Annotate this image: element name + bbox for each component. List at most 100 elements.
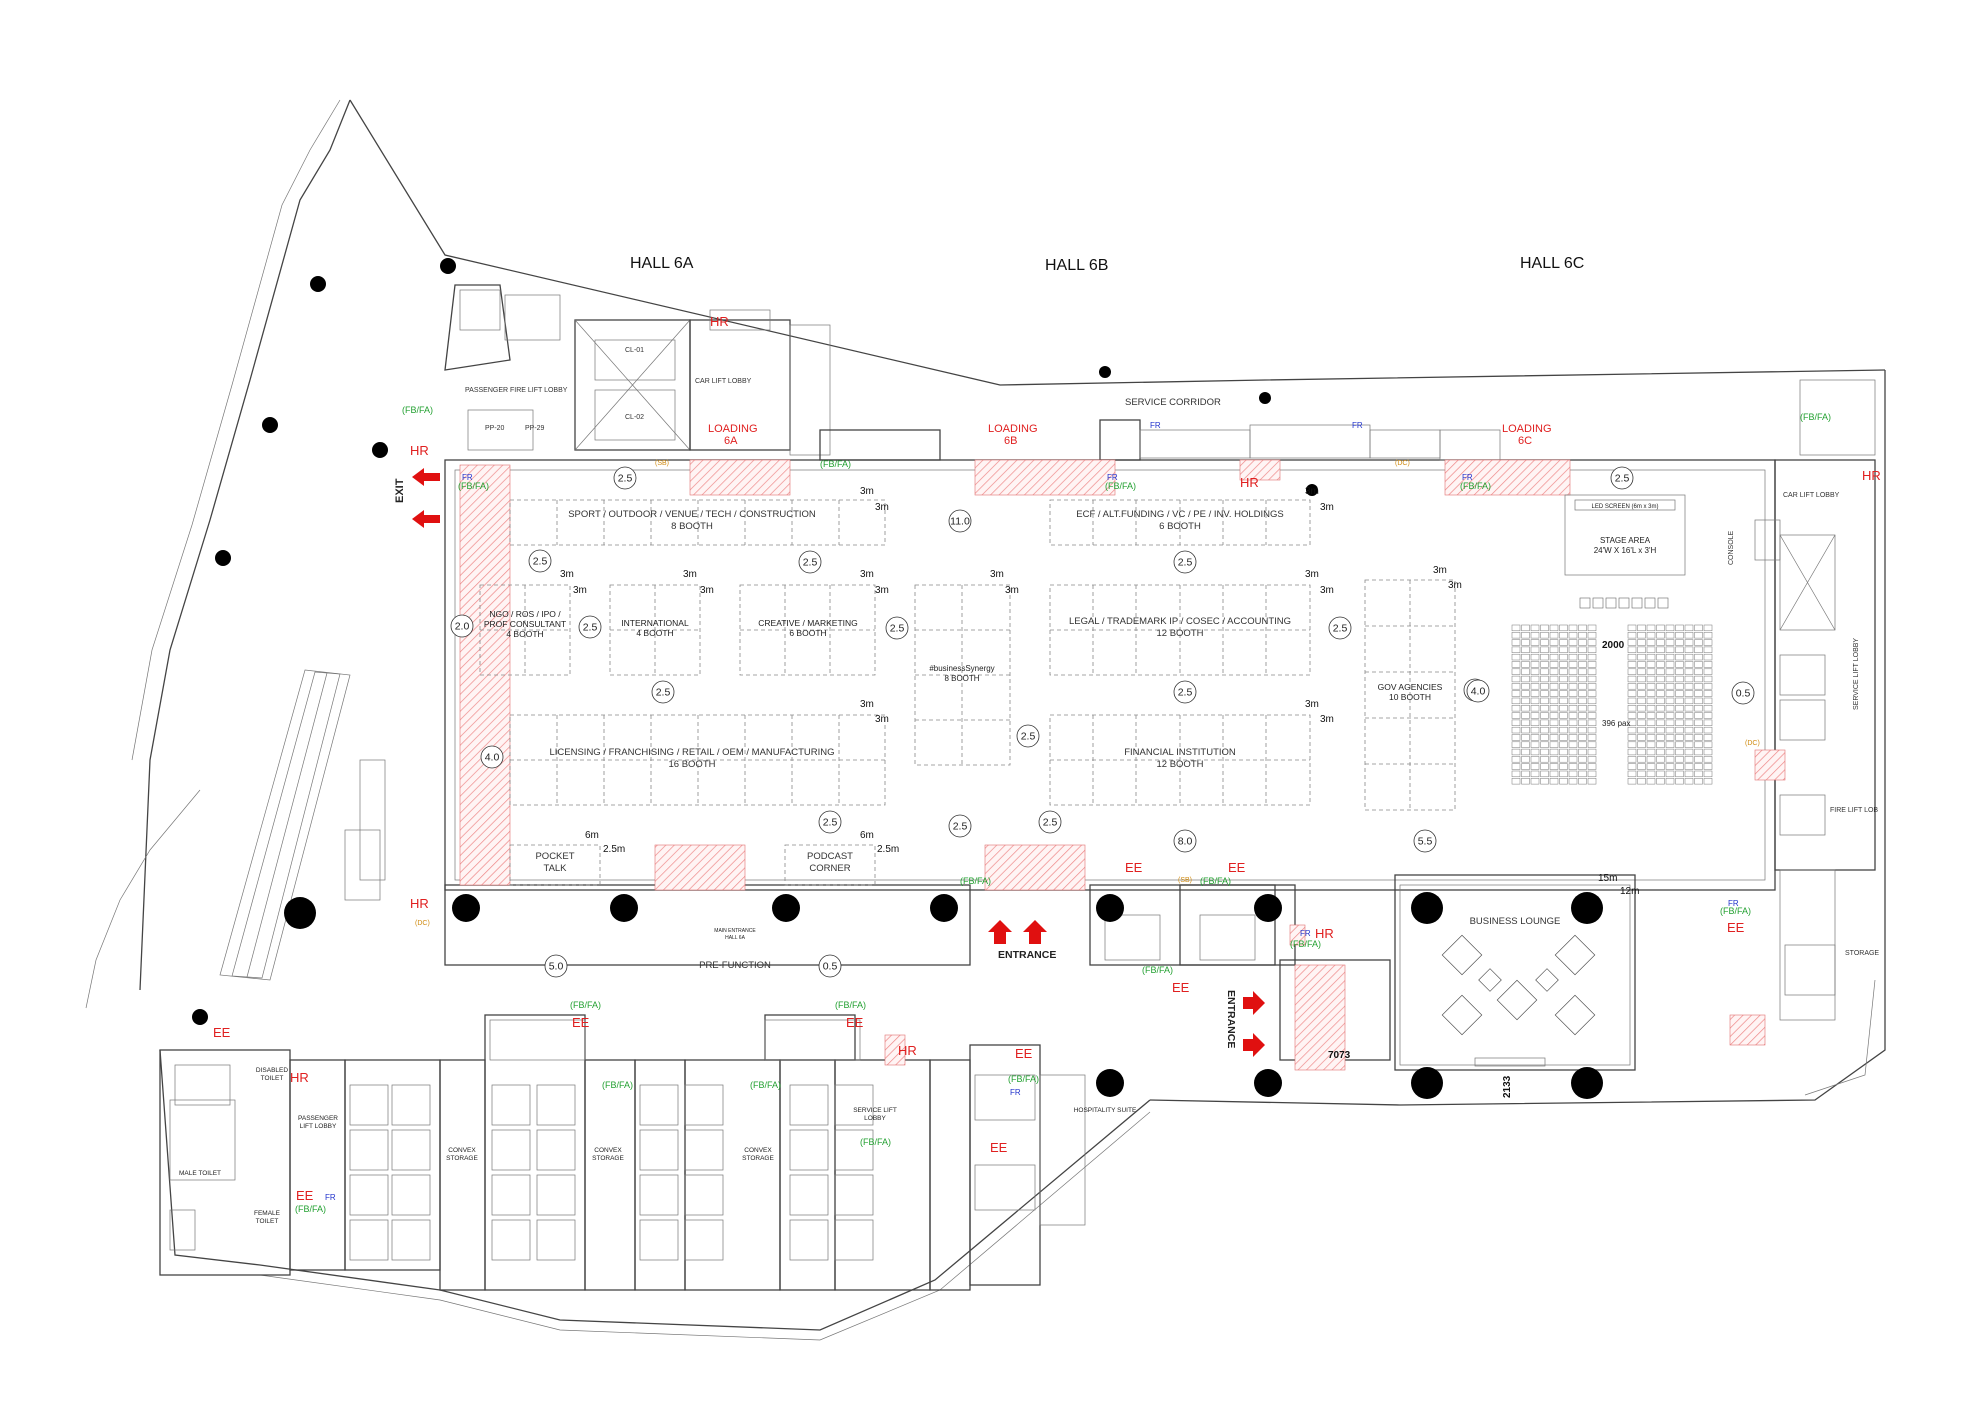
seat [1703, 661, 1713, 668]
ee-marker: EE [1727, 920, 1745, 935]
seat [1637, 697, 1646, 705]
seat [1656, 734, 1665, 741]
fbfa-marker: (FB/FA) [750, 1080, 781, 1090]
seat [1530, 697, 1540, 705]
seat [1637, 639, 1646, 646]
seat [1521, 712, 1530, 719]
entrance-arrow [988, 920, 1012, 944]
seat [1627, 712, 1637, 719]
aisle-width-label: 2.5 [890, 623, 905, 635]
seat [1665, 756, 1675, 763]
seat [1656, 661, 1665, 668]
exit-entrance-arrows: EXIT ENTRANCE ENTRANCE [394, 468, 1265, 1057]
seat [1684, 683, 1694, 690]
seat [1644, 597, 1656, 609]
seat [1578, 705, 1587, 712]
seat [1684, 763, 1694, 770]
stage-seating [1511, 494, 1713, 785]
seat [1656, 748, 1665, 756]
seat [1646, 624, 1656, 632]
exit-label: EXIT [394, 478, 406, 503]
lounge-table [1554, 994, 1596, 1036]
seat [1521, 653, 1530, 661]
dim-6m: 6m [585, 830, 599, 841]
seat [1656, 756, 1665, 763]
seat [1694, 639, 1703, 646]
lounge-table [1496, 979, 1538, 1021]
seat [1656, 726, 1665, 734]
aisle-width-label: 8.0 [1178, 836, 1193, 848]
dc-marker: (DC) [1745, 740, 1760, 747]
dim-3m: 3m [860, 569, 874, 580]
seat [1549, 697, 1559, 705]
column [1096, 1069, 1124, 1097]
seat [1578, 748, 1587, 756]
seat [1694, 770, 1703, 778]
seat [1637, 712, 1646, 719]
seat [1703, 683, 1713, 690]
dim-2133: 2133 [1502, 1075, 1513, 1098]
seat [1540, 675, 1549, 683]
fbfa-marker: (FB/FA) [295, 1204, 326, 1214]
seat [1587, 690, 1597, 697]
seat [1637, 734, 1646, 741]
seat [1540, 697, 1549, 705]
column [1254, 894, 1282, 922]
seat [1521, 624, 1530, 632]
seat [1587, 661, 1597, 668]
dim-3m: 3m [990, 569, 1004, 580]
seat [1549, 778, 1559, 785]
zone-sport-line2: 8 BOOTH [671, 521, 713, 532]
seat [1618, 597, 1630, 609]
seat [1511, 653, 1521, 661]
console-label: CONSOLE [1728, 530, 1735, 565]
seat [1675, 778, 1684, 785]
seat [1656, 639, 1665, 646]
column [1571, 1067, 1603, 1099]
aisle-width-label: 2.5 [1178, 687, 1193, 699]
seat [1703, 632, 1713, 639]
seat [1559, 719, 1568, 726]
lounge-table [1441, 934, 1483, 976]
seat [1559, 624, 1568, 632]
seat [1530, 741, 1540, 748]
seat [1694, 748, 1703, 756]
seat [1631, 597, 1643, 609]
convex-storage-2-line2: STORAGE [592, 1155, 624, 1162]
seat [1587, 741, 1597, 748]
aisle-width-circle [1173, 829, 1197, 853]
seat [1646, 690, 1656, 697]
seat [1646, 661, 1656, 668]
aisle-width-circle [1173, 680, 1197, 704]
ee-marker: EE [1228, 860, 1246, 875]
seat [1559, 756, 1568, 763]
column [262, 417, 278, 433]
seat [1637, 741, 1646, 748]
seat [1578, 770, 1587, 778]
seat [1559, 712, 1568, 719]
seat [1540, 683, 1549, 690]
dc-marker: (DC) [415, 920, 430, 927]
seat [1521, 661, 1530, 668]
convex-storage-2-line1: CONVEX [594, 1147, 622, 1154]
seat [1646, 778, 1656, 785]
seat [1656, 741, 1665, 748]
seat [1627, 683, 1637, 690]
seat [1684, 770, 1694, 778]
seat [1675, 624, 1684, 632]
seat [1656, 705, 1665, 712]
seat [1665, 653, 1675, 661]
fbfa-marker: (FB/FA) [570, 1000, 601, 1010]
seat [1703, 734, 1713, 741]
seat [1521, 726, 1530, 734]
seat [1549, 756, 1559, 763]
seat [1549, 668, 1559, 675]
seat [1684, 668, 1694, 675]
seat [1684, 697, 1694, 705]
seat [1646, 646, 1656, 653]
seat [1568, 770, 1578, 778]
main-entrance-line1: MAIN ENTRANCE [714, 928, 756, 934]
convex-storage-3-line1: CONVEX [744, 1147, 772, 1154]
aisle-width-circle [948, 814, 972, 838]
seat [1587, 719, 1597, 726]
